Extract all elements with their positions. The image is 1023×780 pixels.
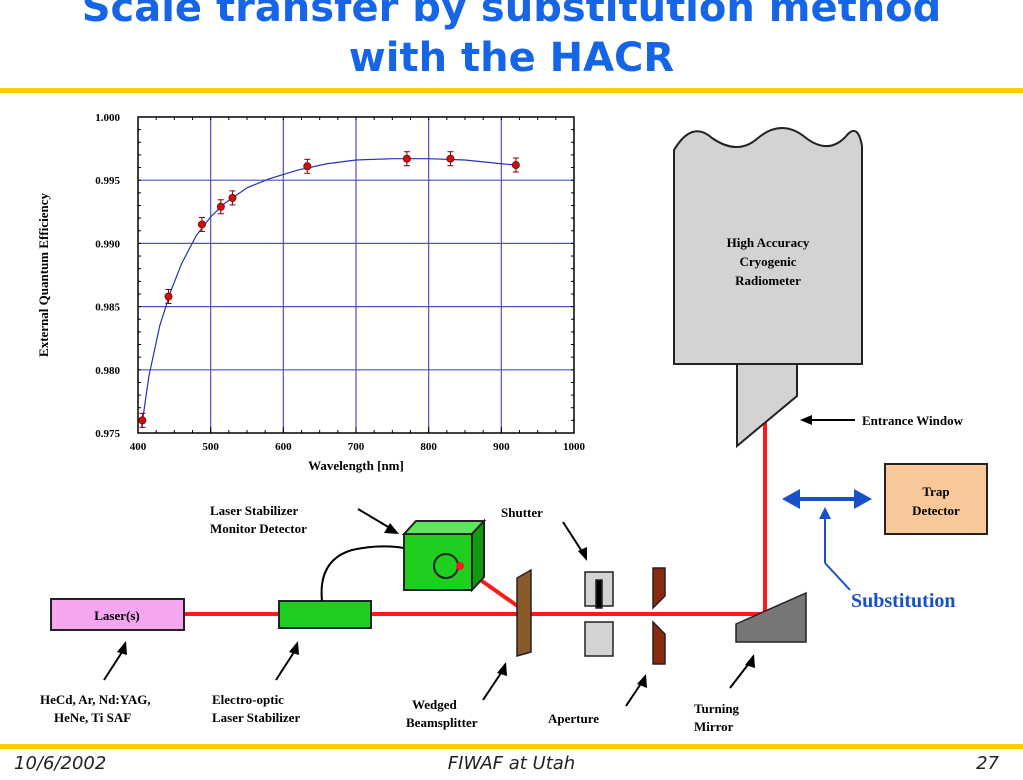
laser-sources-1: HeCd, Ar, Nd:YAG,	[40, 692, 151, 707]
x-tick-label: 1000	[563, 441, 586, 453]
laser-sources-2: HeNe, Ti SAF	[54, 710, 131, 725]
data-point	[197, 220, 206, 229]
stabilizer-label-2: Laser Stabilizer	[212, 710, 300, 725]
hacr-label-1: High Accuracy	[727, 235, 810, 250]
footer-page-number: 27	[976, 753, 999, 774]
x-axis-label: Wavelength [nm]	[308, 458, 404, 473]
x-tick-label: 800	[420, 441, 437, 453]
footer-divider	[0, 744, 1023, 749]
data-point	[303, 162, 312, 171]
x-gridlines	[137, 117, 575, 433]
hacr-radiometer: High Accuracy Cryogenic Radiometer	[673, 127, 863, 449]
y-tick-labels: 0.975 0.980 0.985 0.990 0.995 1.000	[95, 112, 120, 440]
shutter-pointer-arrow	[562, 521, 584, 554]
shutter	[584, 571, 614, 657]
y-tick-label: 0.975	[95, 428, 120, 440]
y-tick-label: 0.985	[95, 302, 120, 314]
slide-title-line-1: Scale transfer by substitution method	[81, 0, 942, 31]
title-divider	[0, 88, 1023, 93]
beamsplitter-label-2: Beamsplitter	[406, 715, 478, 730]
laser-pointer-arrow	[103, 648, 125, 681]
monitor-pointer-arrow	[357, 508, 391, 529]
beamsplitter-label-1: Wedged	[412, 697, 458, 712]
aperture	[652, 567, 666, 665]
slide-title-line-2: with the HACR	[348, 35, 675, 81]
data-point	[138, 416, 147, 425]
data-point	[446, 154, 455, 163]
trap-detector	[884, 463, 988, 535]
mirror-pointer-arrow	[729, 661, 751, 689]
data-point	[164, 292, 173, 301]
stabilizer-label-1: Electro-optic	[212, 692, 284, 707]
beamsplitter-pointer-arrow	[482, 669, 504, 701]
monitor-cable	[320, 545, 405, 602]
hacr-label-2: Cryogenic	[739, 254, 796, 269]
x-tick-label: 400	[130, 441, 147, 453]
monitor-label-1: Laser Stabilizer	[210, 503, 298, 518]
turning-mirror	[735, 591, 807, 643]
substitution-label: Substitution	[851, 590, 956, 612]
y-axis-label: External Quantum Efficiency	[36, 193, 51, 357]
x-tick-labels: 400 500 600 700 800 900 1000	[130, 441, 586, 453]
x-tick-label: 900	[493, 441, 510, 453]
x-tick-label: 500	[202, 441, 219, 453]
footer-date: 10/6/2002	[14, 753, 107, 774]
stabilizer-pointer-arrow	[275, 648, 297, 681]
x-tick-label: 600	[275, 441, 292, 453]
data-point	[402, 154, 411, 163]
mirror-label-1: Turning	[694, 701, 740, 716]
laser-source	[50, 598, 185, 631]
radiometer-window-snout	[736, 363, 798, 449]
hacr-label-3: Radiometer	[735, 273, 801, 288]
data-point	[511, 161, 520, 170]
data-points	[138, 151, 520, 428]
y-tick-label: 0.995	[95, 175, 120, 187]
entrance-window-label: Entrance Window	[862, 413, 964, 428]
monitor-detector	[401, 518, 487, 593]
wedged-beamsplitter	[516, 568, 532, 657]
y-gridlines	[138, 116, 574, 434]
aperture-label: Aperture	[548, 711, 599, 726]
entrance-window-arrowhead	[800, 415, 812, 425]
substitution-arrow	[782, 489, 872, 591]
electro-optic-stabilizer	[278, 600, 372, 629]
trap-label-1: Trap	[922, 484, 949, 499]
y-tick-label: 0.980	[95, 365, 120, 377]
trap-label-2: Detector	[912, 503, 960, 518]
monitor-label-2: Monitor Detector	[210, 521, 307, 536]
x-tick-label: 700	[348, 441, 365, 453]
aperture-pointer-arrow	[625, 681, 643, 707]
shutter-label: Shutter	[501, 505, 543, 520]
y-tick-label: 1.000	[95, 112, 120, 124]
mirror-label-2: Mirror	[694, 719, 734, 734]
footer-venue: FIWAF at Utah	[447, 753, 576, 774]
y-tick-label: 0.990	[95, 238, 120, 250]
data-point	[228, 193, 237, 202]
data-point	[216, 202, 225, 211]
laser-label: Laser(s)	[94, 608, 140, 623]
